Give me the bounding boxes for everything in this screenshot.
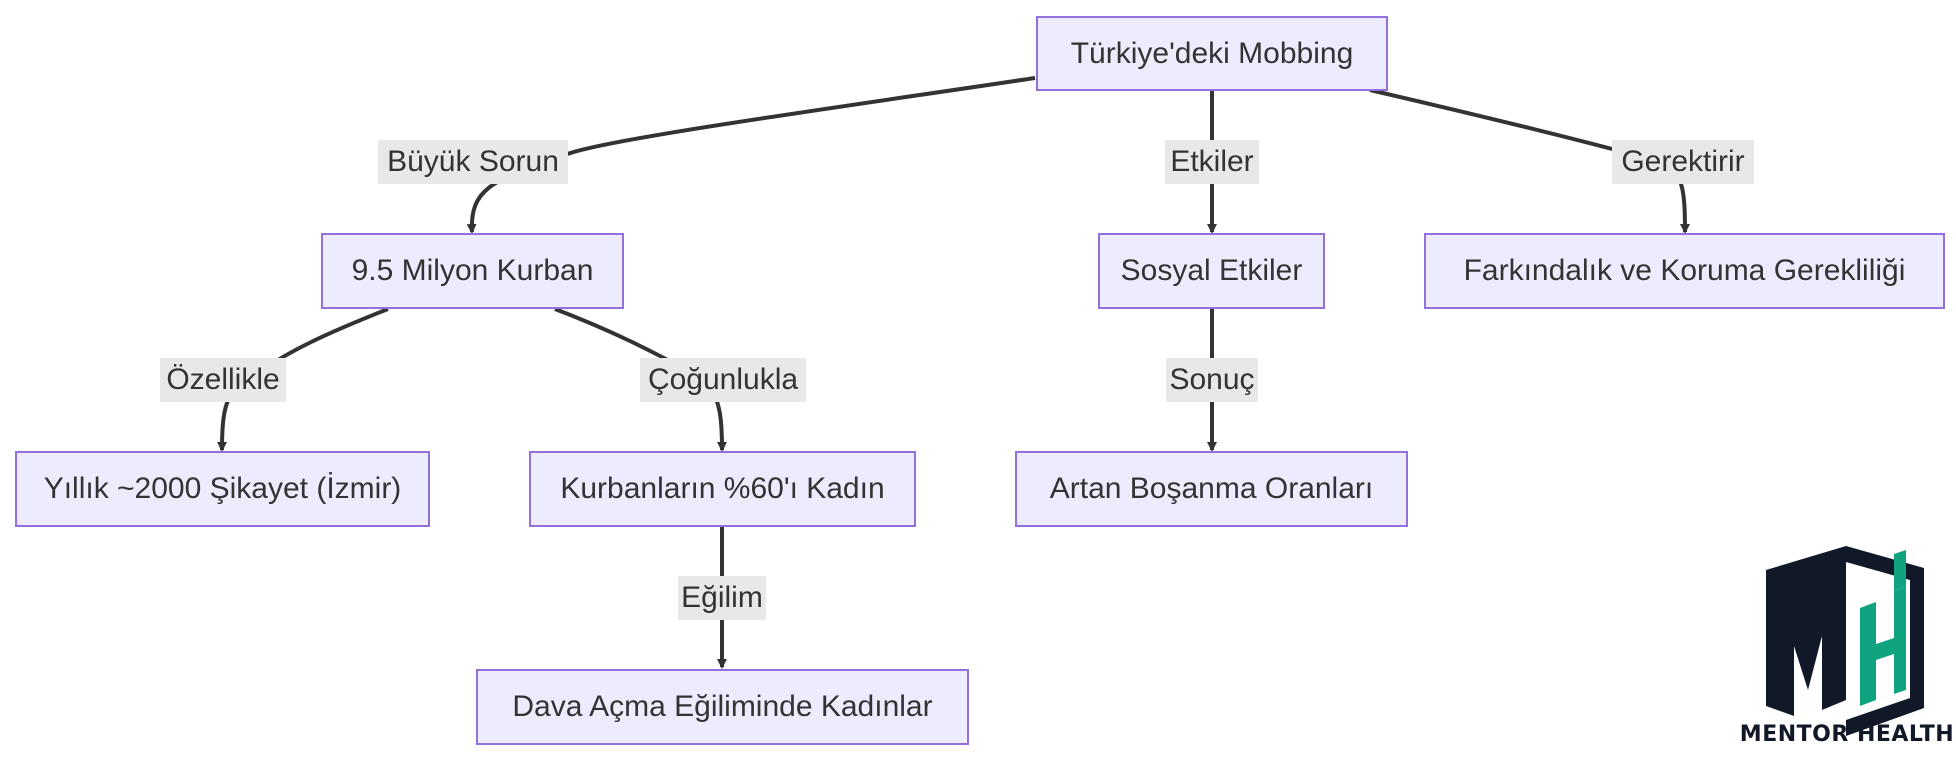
edge-label-root-victims: Büyük Sorun: [378, 140, 568, 184]
edge-label-root-awareness: Gerektirir: [1612, 140, 1754, 184]
edge-label-social-divorce: Sonuç: [1166, 358, 1258, 402]
mentor-health-logo: [1766, 546, 1924, 736]
edge-root-victims: [466, 76, 1036, 234]
edge-label-victims-women: Çoğunlukla: [640, 358, 806, 402]
node-lawsuit: Dava Açma Eğiliminde Kadınlar: [476, 669, 969, 745]
edge-label-victims-complaints: Özellikle: [160, 358, 286, 402]
node-complaints: Yıllık ~2000 Şikayet (İzmir): [15, 451, 430, 527]
edge-label-root-social: Etkiler: [1165, 140, 1259, 184]
node-root: Türkiye'deki Mobbing: [1036, 16, 1388, 91]
node-social: Sosyal Etkiler: [1098, 233, 1325, 309]
node-women: Kurbanların %60'ı Kadın: [529, 451, 916, 527]
brand-name: MENTOR HEALTH: [1739, 722, 1955, 747]
edge-label-women-lawsuit: Eğilim: [678, 576, 766, 620]
node-divorce: Artan Boşanma Oranları: [1015, 451, 1408, 527]
node-victims: 9.5 Milyon Kurban: [321, 233, 624, 309]
node-awareness: Farkındalık ve Koruma Gerekliliği: [1424, 233, 1945, 309]
